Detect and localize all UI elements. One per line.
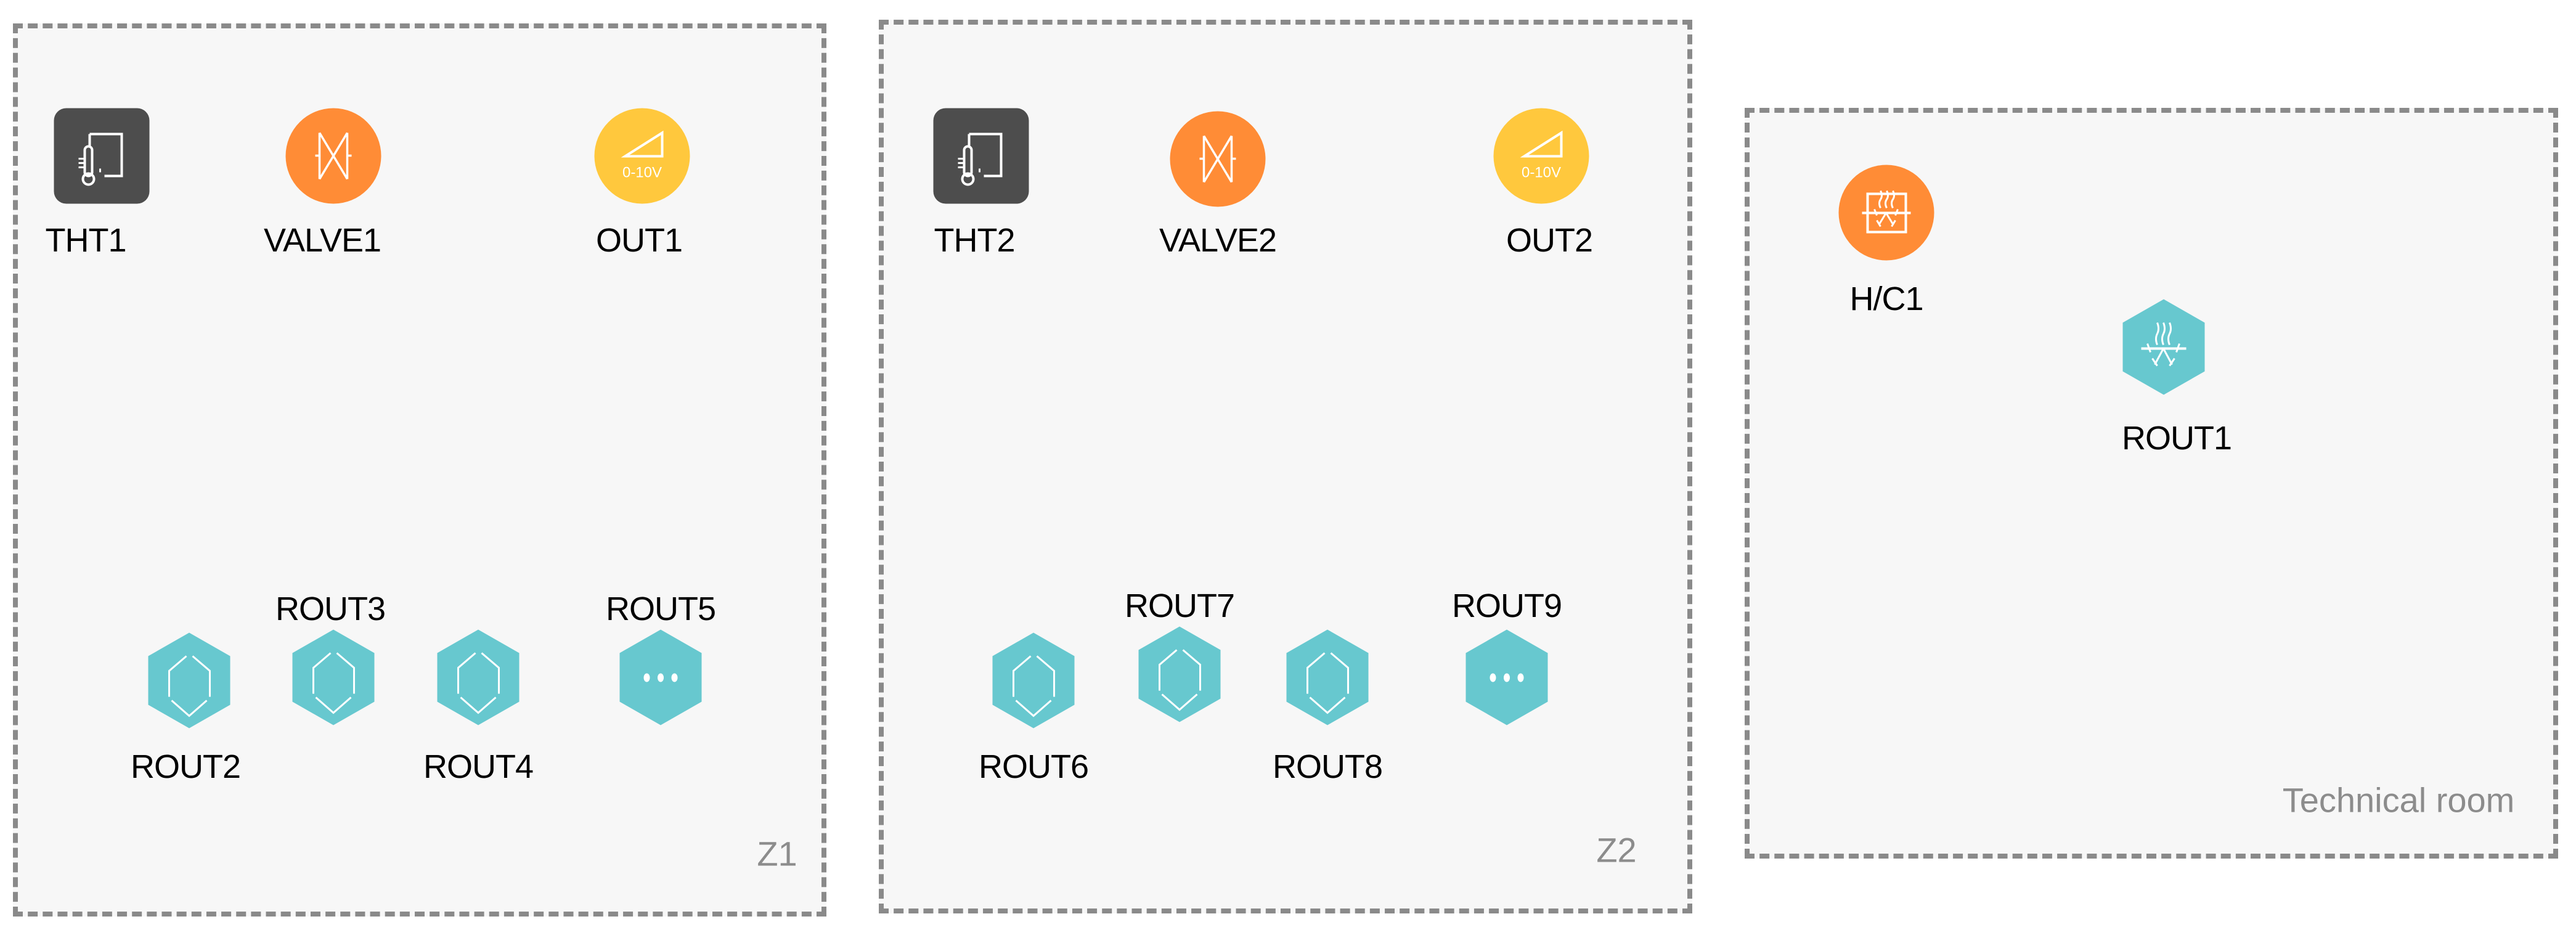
router-node-rout5[interactable] [620, 630, 702, 725]
hexagon-outline-icon [1287, 630, 1369, 725]
device-label: THT1 [45, 222, 127, 259]
router-node-rout6[interactable] [993, 633, 1075, 729]
device-label: VALVE1 [263, 222, 381, 259]
device-label: VALVE2 [1159, 222, 1277, 259]
heat-cool-icon [1839, 165, 1934, 261]
thermostat-node-tht2[interactable] [934, 108, 1029, 204]
device-label: ROUT9 [1451, 587, 1562, 624]
router-node-rout8[interactable] [1287, 630, 1369, 725]
router-node-rout4[interactable] [438, 630, 520, 725]
output-range-text: 0-10V [622, 165, 662, 181]
device-label: H/C1 [1849, 280, 1923, 317]
thermostat-node-tht1[interactable] [54, 108, 150, 204]
valve-icon [286, 108, 381, 204]
valve-node-valve1[interactable] [286, 108, 381, 204]
device-label: ROUT4 [423, 748, 534, 785]
device-label: ROUT3 [275, 590, 386, 627]
device-label: ROUT5 [605, 590, 716, 627]
analog-output-icon: 0-10V [595, 108, 690, 204]
device-label: OUT1 [595, 222, 683, 259]
zone-label: Z1 [757, 834, 797, 873]
device-label: ROUT8 [1272, 748, 1383, 785]
device-label: ROUT1 [2121, 420, 2232, 457]
hexagon-outline-icon [149, 633, 230, 729]
thermostat-icon [934, 108, 1029, 204]
heat-cool-node-hc1[interactable] [1839, 165, 1934, 261]
device-label: ROUT6 [978, 748, 1089, 785]
more-dots-icon [1466, 630, 1548, 725]
hexagon-outline-icon [438, 630, 520, 725]
hexagon-outline-icon [1139, 627, 1221, 722]
device-label: THT2 [934, 222, 1016, 259]
router-node-rout1[interactable] [2123, 300, 2205, 395]
more-dots-icon [620, 630, 702, 725]
device-label: OUT2 [1506, 222, 1593, 259]
router-node-rout3[interactable] [293, 630, 375, 725]
zone-label: Z2 [1596, 830, 1637, 870]
hexagon-outline-icon [993, 633, 1075, 729]
zone-label: Technical room [2282, 780, 2515, 820]
router-node-rout7[interactable] [1139, 627, 1221, 722]
thermostat-icon [54, 108, 150, 204]
valve-icon [1170, 112, 1266, 207]
router-node-rout9[interactable] [1466, 630, 1548, 725]
output-node-out2[interactable]: 0-10V [1494, 108, 1589, 204]
hexagon-outline-icon [293, 630, 375, 725]
valve-node-valve2[interactable] [1170, 112, 1266, 207]
device-label: ROUT7 [1124, 587, 1235, 624]
output-range-text: 0-10V [1522, 165, 1561, 181]
output-node-out1[interactable]: 0-10V [595, 108, 690, 204]
heat-cool-icon [2123, 300, 2205, 395]
device-label: ROUT2 [130, 748, 241, 785]
router-node-rout2[interactable] [149, 633, 230, 729]
analog-output-icon: 0-10V [1494, 108, 1589, 204]
